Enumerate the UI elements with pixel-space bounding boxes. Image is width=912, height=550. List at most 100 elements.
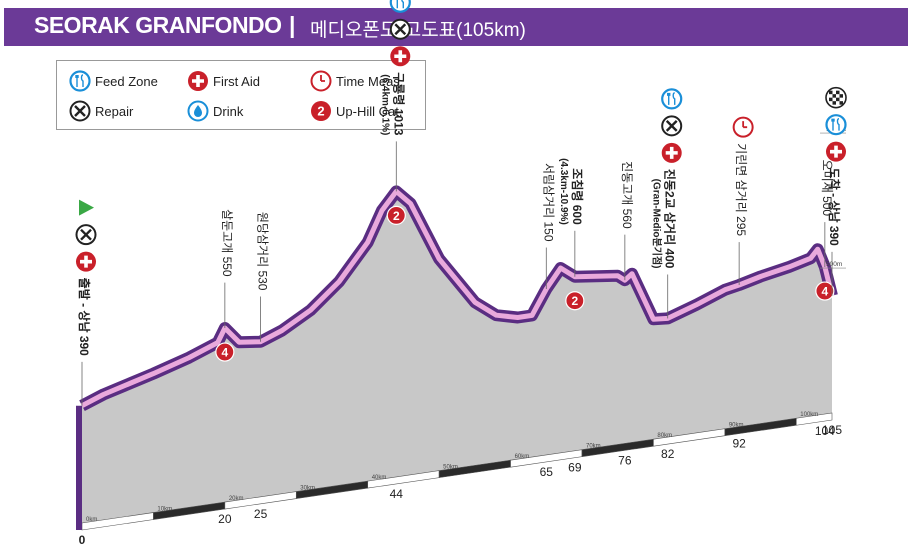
waypoint-name: 원당삼거리 530 bbox=[256, 212, 270, 291]
feed-zone-cutlery bbox=[831, 117, 840, 131]
finish-flag-square bbox=[829, 90, 833, 95]
legend-label: Repair bbox=[95, 103, 134, 119]
time-meas-icon bbox=[310, 70, 332, 92]
km-marker-label: 69 bbox=[568, 461, 582, 475]
waypoint-name: 진동고개 560 bbox=[620, 161, 634, 229]
finish-flag-square bbox=[836, 90, 840, 95]
waypoint-group: 도착 - 상남 390 bbox=[825, 86, 847, 296]
legend-label: Up-Hill Cat. bbox=[336, 103, 403, 119]
distance-tick-label: 10km bbox=[157, 507, 172, 513]
climb-category-label: 4 bbox=[822, 285, 829, 299]
climb-category-label: 2 bbox=[572, 294, 579, 308]
drink-icon bbox=[187, 100, 209, 122]
distance-tick-label: 20km bbox=[229, 496, 244, 502]
distance-tick-label: 80km bbox=[657, 433, 672, 439]
distance-tick-label: 40km bbox=[372, 475, 387, 481]
first-aid-icon bbox=[661, 142, 682, 163]
climb-category-label: 2 bbox=[393, 209, 400, 223]
distance-tick-label: 100km bbox=[800, 412, 818, 418]
legend-box: Feed Zone First Aid Time Meas. Repair Dr… bbox=[56, 60, 426, 130]
repair-icon bbox=[75, 224, 97, 246]
distance-road-segment bbox=[795, 412, 833, 426]
waypoint-name: 기린면 삼거리 295 bbox=[734, 143, 748, 236]
waypoint-group: 출발 - 상남 390 bbox=[75, 199, 97, 406]
feed-zone-ring bbox=[661, 88, 683, 110]
legend-item-time-meas: Time Meas. bbox=[310, 70, 403, 92]
repair-icon bbox=[69, 100, 91, 122]
waypoint-name: 조침령 600 bbox=[570, 168, 585, 225]
feed-zone-ring bbox=[825, 114, 847, 136]
waypoint-group: 진동고개 560 bbox=[620, 161, 634, 281]
finish-flag-square bbox=[836, 97, 840, 102]
header-banner: SEORAK GRANFONDO | 메디오폰도-고도표(105km) bbox=[4, 8, 908, 46]
climb-category-label: 4 bbox=[222, 346, 229, 360]
start-icon bbox=[79, 199, 94, 216]
first-aid-icon bbox=[390, 46, 411, 67]
first-aid-cross bbox=[394, 50, 407, 63]
km-marker-label: 0 bbox=[79, 533, 86, 547]
repair-icon bbox=[661, 115, 683, 137]
finish-flag-square bbox=[829, 97, 833, 102]
finish-flag-square bbox=[839, 94, 843, 98]
uphill-cat-icon: 2 bbox=[311, 101, 331, 121]
repair-tools bbox=[80, 228, 92, 241]
waypoint-group: 구룡령 1013(6.4km-6.1%) 2 bbox=[379, 0, 411, 225]
legend-label: First Aid bbox=[213, 73, 260, 89]
climb-category-badge bbox=[565, 291, 585, 311]
first-aid-icon bbox=[188, 71, 208, 91]
feed-zone-cutlery bbox=[667, 92, 676, 105]
waypoint-group: 기린면 삼거리 295 bbox=[732, 116, 754, 286]
time-meas-hands bbox=[742, 121, 748, 129]
legend-item-drink: Drink bbox=[187, 100, 243, 122]
legend-label: Feed Zone bbox=[95, 73, 158, 89]
legend-item-uphill-cat: 2 Up-Hill Cat. bbox=[310, 100, 402, 122]
waypoint-group: 서림삼거리 150 bbox=[541, 163, 555, 290]
finish-flag-icon bbox=[825, 86, 847, 109]
waypoint-name: 서림삼거리 150 bbox=[541, 163, 555, 242]
km-marker-label: 25 bbox=[254, 507, 268, 521]
km-marker-label: 105 bbox=[822, 423, 842, 437]
km-marker-label: 82 bbox=[661, 447, 675, 461]
repair-tools bbox=[665, 120, 678, 132]
waypoint-name: 구룡령 1013 bbox=[391, 72, 406, 135]
legend-item-feed-zone: Feed Zone bbox=[69, 70, 158, 92]
repair-tools bbox=[394, 23, 407, 36]
chart-subtitle: 메디오폰도-고도표(105km) bbox=[310, 20, 526, 41]
legend-label: Time Meas. bbox=[336, 73, 404, 89]
finish-flag-square bbox=[839, 101, 843, 105]
km-marker-label: 65 bbox=[540, 465, 554, 479]
profile-band-pink bbox=[80, 188, 835, 408]
waypoint-name: 출발 - 상남 390 bbox=[77, 278, 92, 357]
feed-zone-icon bbox=[69, 70, 91, 92]
waypoint-name: 살둔고개 550 bbox=[220, 209, 234, 277]
repair-icon bbox=[389, 18, 411, 40]
waypoint-detail: (4.3km-10.9%) bbox=[558, 158, 569, 225]
first-aid-icon bbox=[76, 251, 96, 272]
distance-tick-label: 90km bbox=[729, 423, 744, 429]
legend-item-repair: Repair bbox=[69, 100, 133, 122]
feed-zone-ring bbox=[389, 0, 411, 13]
distance-tick-label: 30km bbox=[300, 486, 315, 492]
legend-item-first-aid: First Aid bbox=[187, 70, 260, 92]
title-separator: | bbox=[289, 12, 296, 38]
waypoint-group: 살둔고개 550 4 bbox=[215, 209, 235, 362]
km-marker-label: 20 bbox=[218, 512, 232, 526]
feed-zone-icon bbox=[825, 114, 847, 136]
climb-category-badge bbox=[386, 205, 406, 225]
waypoint-detail: (6.4km-6.1%) bbox=[379, 74, 390, 135]
elevation-scale-label: 500m bbox=[826, 261, 842, 268]
first-aid-cross bbox=[830, 145, 842, 158]
finish-flag-square bbox=[832, 101, 836, 105]
distance-tick-label: 0km bbox=[86, 517, 97, 523]
waypoint-group: 진동2교 삼거리 400(Gran-Medio분기점) bbox=[651, 88, 683, 319]
uphill-cat-badge-text: 2 bbox=[317, 104, 324, 119]
distance-tick-label: 70km bbox=[586, 444, 601, 450]
finish-flag-square bbox=[832, 94, 836, 98]
distance-tick-label: 50km bbox=[443, 465, 458, 471]
feed-zone-icon bbox=[661, 88, 683, 110]
km-marker-label: 76 bbox=[618, 453, 632, 467]
first-aid-cross bbox=[80, 255, 92, 268]
first-aid-cross bbox=[665, 146, 678, 159]
